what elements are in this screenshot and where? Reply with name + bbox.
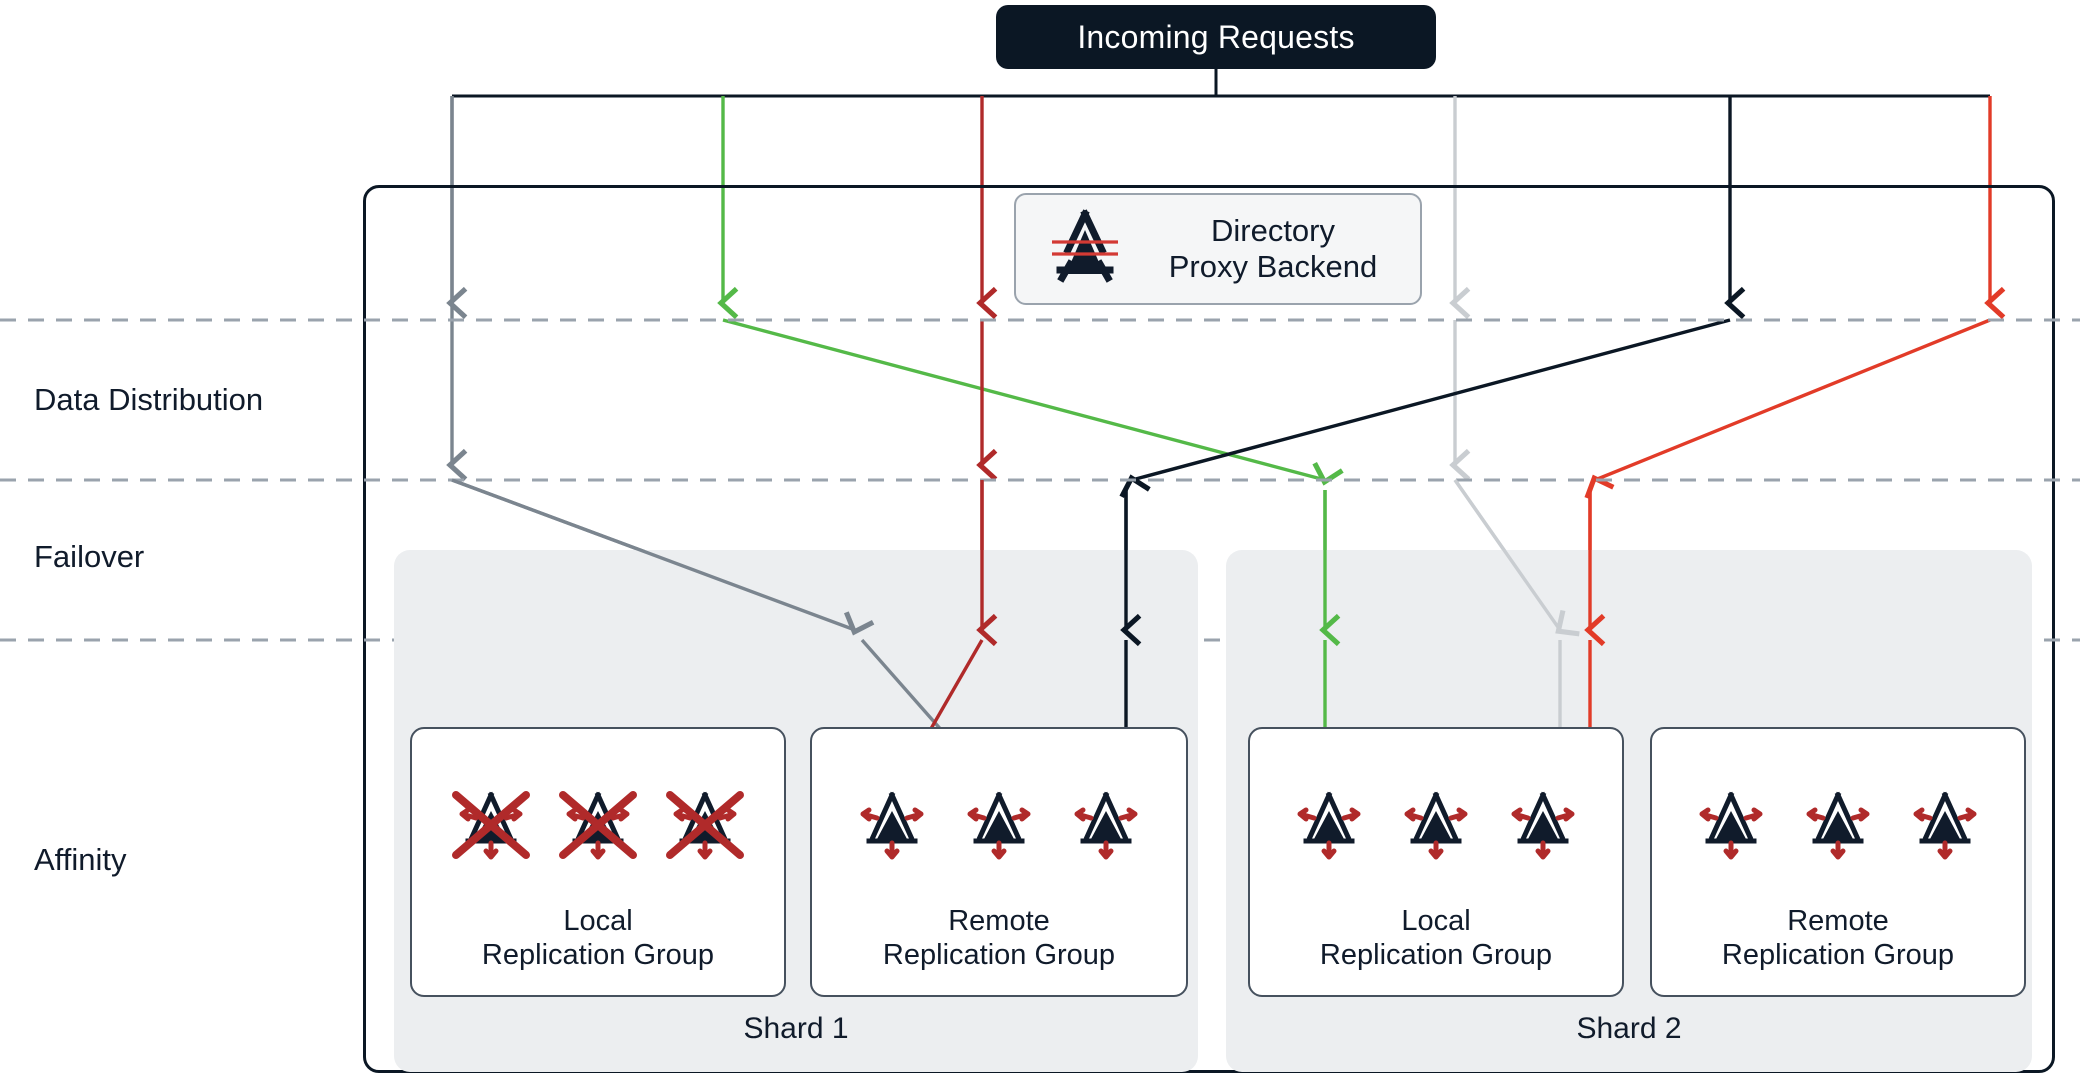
replication-server-icon[interactable] [1500, 781, 1586, 867]
replication-server-icon[interactable] [849, 781, 935, 867]
incoming-requests-label: Incoming Requests [1077, 18, 1355, 55]
directory-proxy-backend-card[interactable]: Directory Proxy Backend [1014, 193, 1422, 305]
replication-server-icon[interactable] [1902, 781, 1988, 867]
replication-server-icon[interactable] [956, 781, 1042, 867]
replication-group-shard-2-remote[interactable]: Remote Replication Group [1650, 727, 2026, 997]
node-row [1652, 779, 2024, 869]
replication-server-icon[interactable] [1393, 781, 1479, 867]
replication-server-icon-offline[interactable] [448, 781, 534, 867]
band-label-failover: Failover [34, 539, 145, 574]
incoming-requests-banner[interactable]: Incoming Requests [996, 5, 1436, 69]
caption-line-2: Replication Group [1721, 939, 1955, 972]
caption-line-2: Replication Group [1319, 939, 1553, 972]
shard-1-label: Shard 1 [743, 1012, 849, 1045]
directory-proxy-backend-label: Directory Proxy Backend [1146, 213, 1420, 285]
band-label-affinity: Affinity [34, 842, 127, 877]
caption-line-1: Local [1401, 905, 1471, 938]
shard-2-label: Shard 2 [1576, 1012, 1682, 1045]
caption-line-2: Replication Group [481, 939, 715, 972]
dpb-label-line-2: Proxy Backend [1168, 249, 1378, 284]
replication-group-caption: Local Replication Group [1250, 905, 1622, 973]
replication-server-icon[interactable] [1795, 781, 1881, 867]
system-boundary-box [363, 185, 2055, 1073]
directory-server-icon [1042, 204, 1128, 295]
replication-server-icon-offline[interactable] [555, 781, 641, 867]
caption-line-1: Remote [948, 905, 1050, 938]
replication-group-caption: Remote Replication Group [1652, 905, 2024, 973]
replication-server-icon-offline[interactable] [662, 781, 748, 867]
replication-server-icon[interactable] [1286, 781, 1372, 867]
caption-line-1: Local [563, 905, 633, 938]
replication-server-icon[interactable] [1688, 781, 1774, 867]
caption-line-1: Remote [1787, 905, 1889, 938]
caption-line-2: Replication Group [882, 939, 1116, 972]
band-label-data-distribution: Data Distribution [34, 382, 264, 417]
replication-group-shard-1-local[interactable]: Local Replication Group [410, 727, 786, 997]
node-row [1250, 779, 1622, 869]
replication-group-caption: Remote Replication Group [812, 905, 1186, 973]
dpb-label-line-1: Directory [1210, 213, 1335, 249]
node-row [412, 779, 784, 869]
replication-group-shard-1-remote[interactable]: Remote Replication Group [810, 727, 1188, 997]
replication-group-shard-2-local[interactable]: Local Replication Group [1248, 727, 1624, 997]
replication-group-caption: Local Replication Group [412, 905, 784, 973]
replication-server-icon[interactable] [1063, 781, 1149, 867]
node-row [812, 779, 1186, 869]
